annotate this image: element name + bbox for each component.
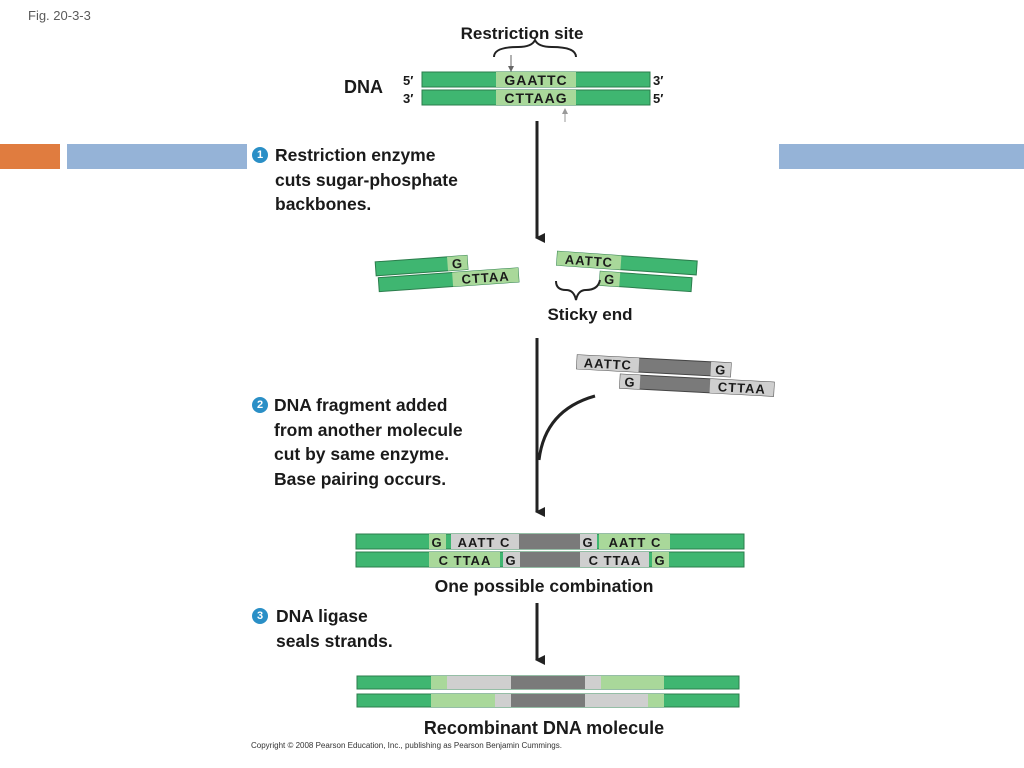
bottom-strand-5prime: 5′ — [653, 91, 663, 106]
step2-line: Base pairing occurs. — [274, 468, 447, 489]
left-cut-fragment: G CTTAA — [374, 254, 520, 293]
step3-line: DNA ligase — [276, 606, 368, 626]
step2-description: DNA fragment added from another molecule… — [274, 393, 463, 491]
step2-badge: 2 — [252, 397, 268, 413]
restriction-site-label: Restriction site — [461, 24, 584, 43]
combo-bottom-seq-4: G — [654, 553, 665, 568]
step1-line: Restriction enzyme — [275, 145, 436, 165]
step1-line: cuts sugar-phosphate — [275, 169, 458, 190]
combined-dna-top-strand: G AATT C G AATT C — [355, 533, 745, 550]
step1-description: Restriction enzyme cuts sugar-phosphate … — [275, 143, 458, 217]
foreign-dna-fragment: AATTC G G CTTAA — [576, 354, 775, 397]
top-dna-top-strand: GAATTC — [421, 71, 651, 88]
recombinant-dna-bottom-strand — [356, 693, 740, 708]
left-fragment-bottom-sequence: CTTAA — [461, 269, 510, 287]
right-cut-fragment: AATTC G — [556, 250, 698, 293]
step3-badge: 3 — [252, 608, 268, 624]
figure-label: Fig. 20-3-3 — [28, 8, 91, 23]
right-fragment-top-sequence: AATTC — [564, 252, 613, 270]
top-strand-sequence: GAATTC — [504, 72, 567, 88]
combo-top-seq-1: G — [431, 535, 442, 550]
foreign-bottom-left-sequence: G — [624, 374, 636, 390]
recombinant-dna-top-strand — [356, 675, 740, 690]
step3-description: DNA ligase seals strands. — [276, 604, 393, 653]
sticky-end-brace — [555, 279, 601, 301]
fragment-joining-curve — [537, 394, 596, 461]
copyright-notice: Copyright © 2008 Pearson Education, Inc.… — [251, 741, 562, 750]
sticky-end-label: Sticky end — [547, 305, 632, 324]
orange-accent-bar — [0, 144, 60, 169]
step2-line: DNA fragment added — [274, 395, 448, 415]
top-strand-3prime: 3′ — [653, 73, 663, 88]
combo-top-seq-3: G — [582, 535, 593, 550]
blue-accent-bar-left — [67, 144, 247, 169]
combo-bottom-seq-2: G — [505, 553, 516, 568]
right-fragment-bottom-sequence: G — [604, 272, 616, 288]
left-fragment-top-sequence: G — [451, 256, 463, 272]
top-dna-bottom-strand: CTTAAG — [421, 89, 651, 106]
step3-line: seals strands. — [276, 630, 393, 651]
combined-dna-bottom-strand: C TTAA G C TTAA G — [355, 551, 745, 568]
bottom-strand-site — [496, 90, 576, 105]
step2-line: cut by same enzyme. — [274, 444, 450, 464]
combination-label: One possible combination — [435, 576, 654, 596]
top-strand-site — [496, 72, 576, 87]
recombinant-dna-label: Recombinant DNA molecule — [424, 718, 664, 738]
step2-line: from another molecule — [274, 419, 463, 440]
foreign-bottom-right-sequence: CTTAA — [717, 379, 766, 396]
bottom-strand-3prime: 3′ — [403, 91, 413, 106]
combo-bottom-seq-1: C TTAA — [439, 553, 492, 568]
dna-label: DNA — [344, 77, 383, 97]
top-strand-5prime: 5′ — [403, 73, 413, 88]
bottom-strand-sequence: CTTAAG — [504, 90, 567, 106]
foreign-top-right-sequence: G — [715, 362, 727, 378]
combo-top-seq-2: AATT C — [458, 535, 511, 550]
step1-badge: 1 — [252, 147, 268, 163]
foreign-top-left-sequence: AATTC — [583, 355, 632, 372]
combo-top-seq-4: AATT C — [609, 535, 662, 550]
combo-bottom-seq-3: C TTAA — [589, 553, 642, 568]
step1-line: backbones. — [275, 194, 372, 214]
restriction-site-brace — [493, 37, 577, 58]
blue-accent-bar-right — [779, 144, 1024, 169]
